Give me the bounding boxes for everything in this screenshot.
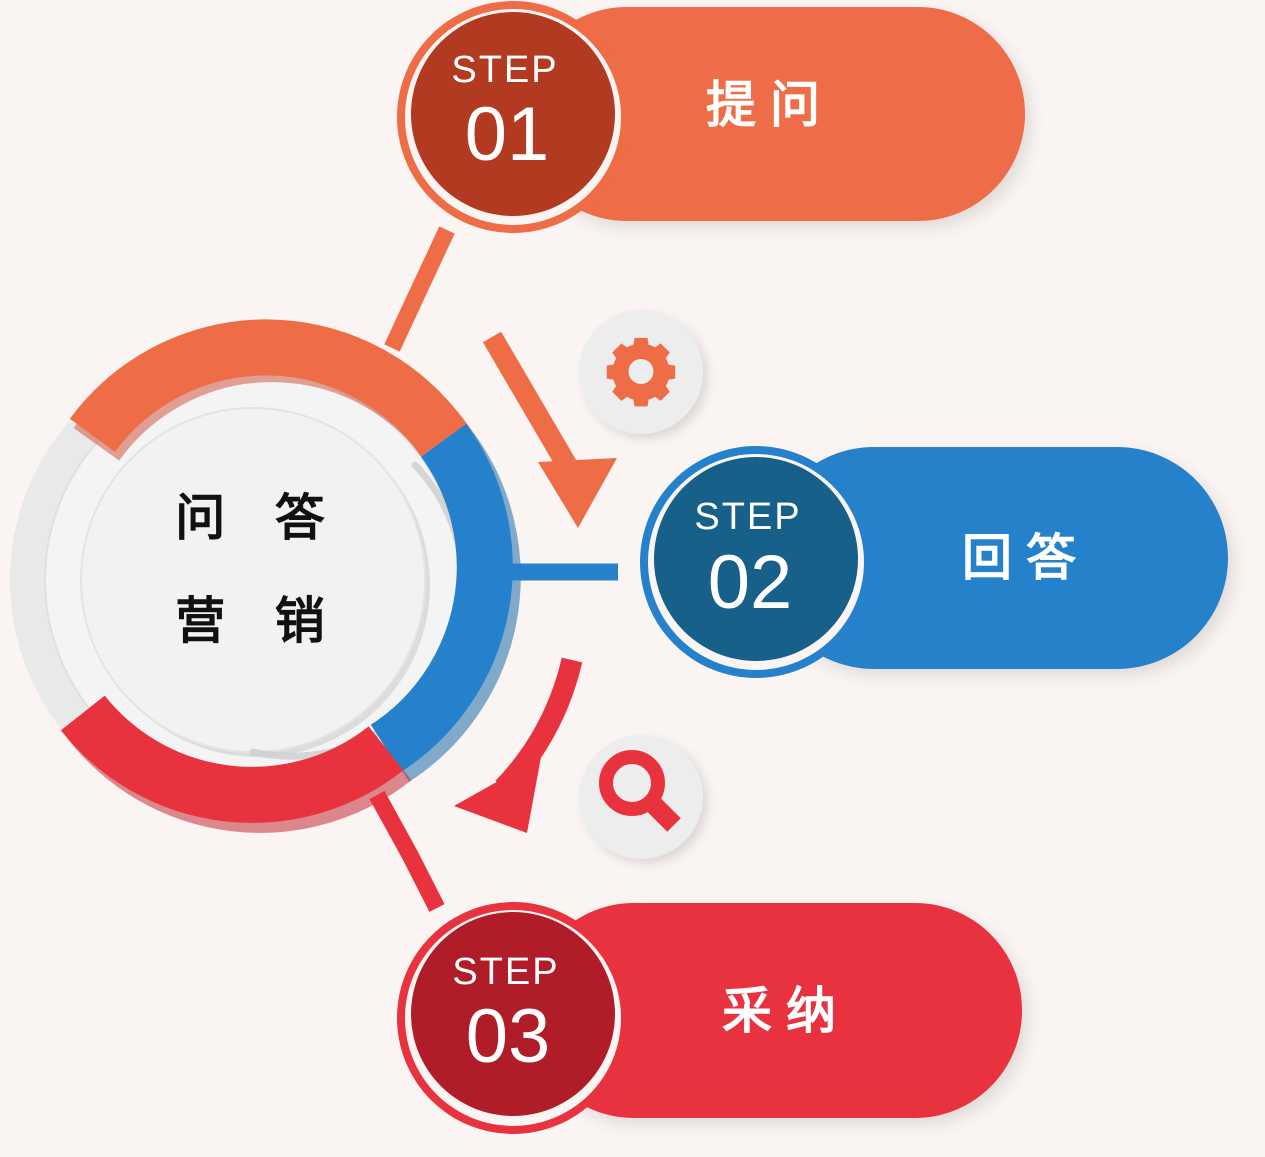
step-01-number: 01 bbox=[465, 92, 550, 177]
step-03-step-word: STEP bbox=[452, 951, 559, 993]
arrow-ask-to-answer-shaft bbox=[482, 331, 581, 478]
step-02-circle[interactable] bbox=[654, 457, 858, 661]
gear-icon bbox=[606, 337, 676, 407]
arrow-answer-to-adopt-head bbox=[454, 757, 541, 833]
hub-label-line2: 营 销 bbox=[175, 592, 340, 650]
magnifier-icon bbox=[599, 750, 681, 832]
step-03-number: 03 bbox=[466, 994, 551, 1079]
hub-arc-ask bbox=[69, 319, 467, 457]
magnifier-handle bbox=[645, 796, 681, 832]
hub-label-line1: 问 答 bbox=[175, 489, 340, 547]
step-01-circle[interactable] bbox=[411, 12, 615, 216]
step-01-label: 提问 bbox=[706, 76, 834, 134]
hub-arc-answer bbox=[370, 423, 513, 772]
step-01-group[interactable]: STEP 01 提问 bbox=[397, 1, 1025, 233]
hub-progress-ring bbox=[60, 319, 521, 833]
connector-step-01-line bbox=[384, 226, 455, 352]
step-03-circle[interactable] bbox=[411, 912, 615, 1116]
step-02-step-word: STEP bbox=[694, 496, 801, 538]
qa-marketing-hub: 问 答 营 销 bbox=[10, 319, 521, 833]
hub-arc-adopt bbox=[60, 695, 404, 823]
arrow-ask-to-answer-head bbox=[538, 458, 617, 528]
step-02-group[interactable]: STEP 02 回答 bbox=[640, 446, 1228, 678]
gear-badge[interactable] bbox=[579, 310, 703, 434]
step-02-number: 02 bbox=[708, 540, 793, 625]
step-01-step-word: STEP bbox=[451, 49, 558, 91]
step-01-bar[interactable] bbox=[520, 7, 1025, 221]
step-03-bar[interactable] bbox=[527, 903, 1022, 1118]
magnifier-lens bbox=[599, 750, 665, 816]
connector-step-03 bbox=[369, 790, 445, 912]
step-02-bar[interactable] bbox=[763, 447, 1228, 669]
connector-step-01 bbox=[384, 226, 455, 352]
step-03-label: 采纳 bbox=[722, 982, 850, 1040]
step-03-group[interactable]: STEP 03 采纳 bbox=[397, 902, 1022, 1134]
arrow-ask-to-answer bbox=[482, 331, 617, 528]
connector-step-03-line bbox=[369, 790, 445, 912]
arrow-answer-to-adopt bbox=[454, 657, 583, 833]
search-badge[interactable] bbox=[579, 735, 703, 859]
hub-inner-disc bbox=[81, 408, 425, 752]
step-02-label: 回答 bbox=[962, 529, 1090, 587]
